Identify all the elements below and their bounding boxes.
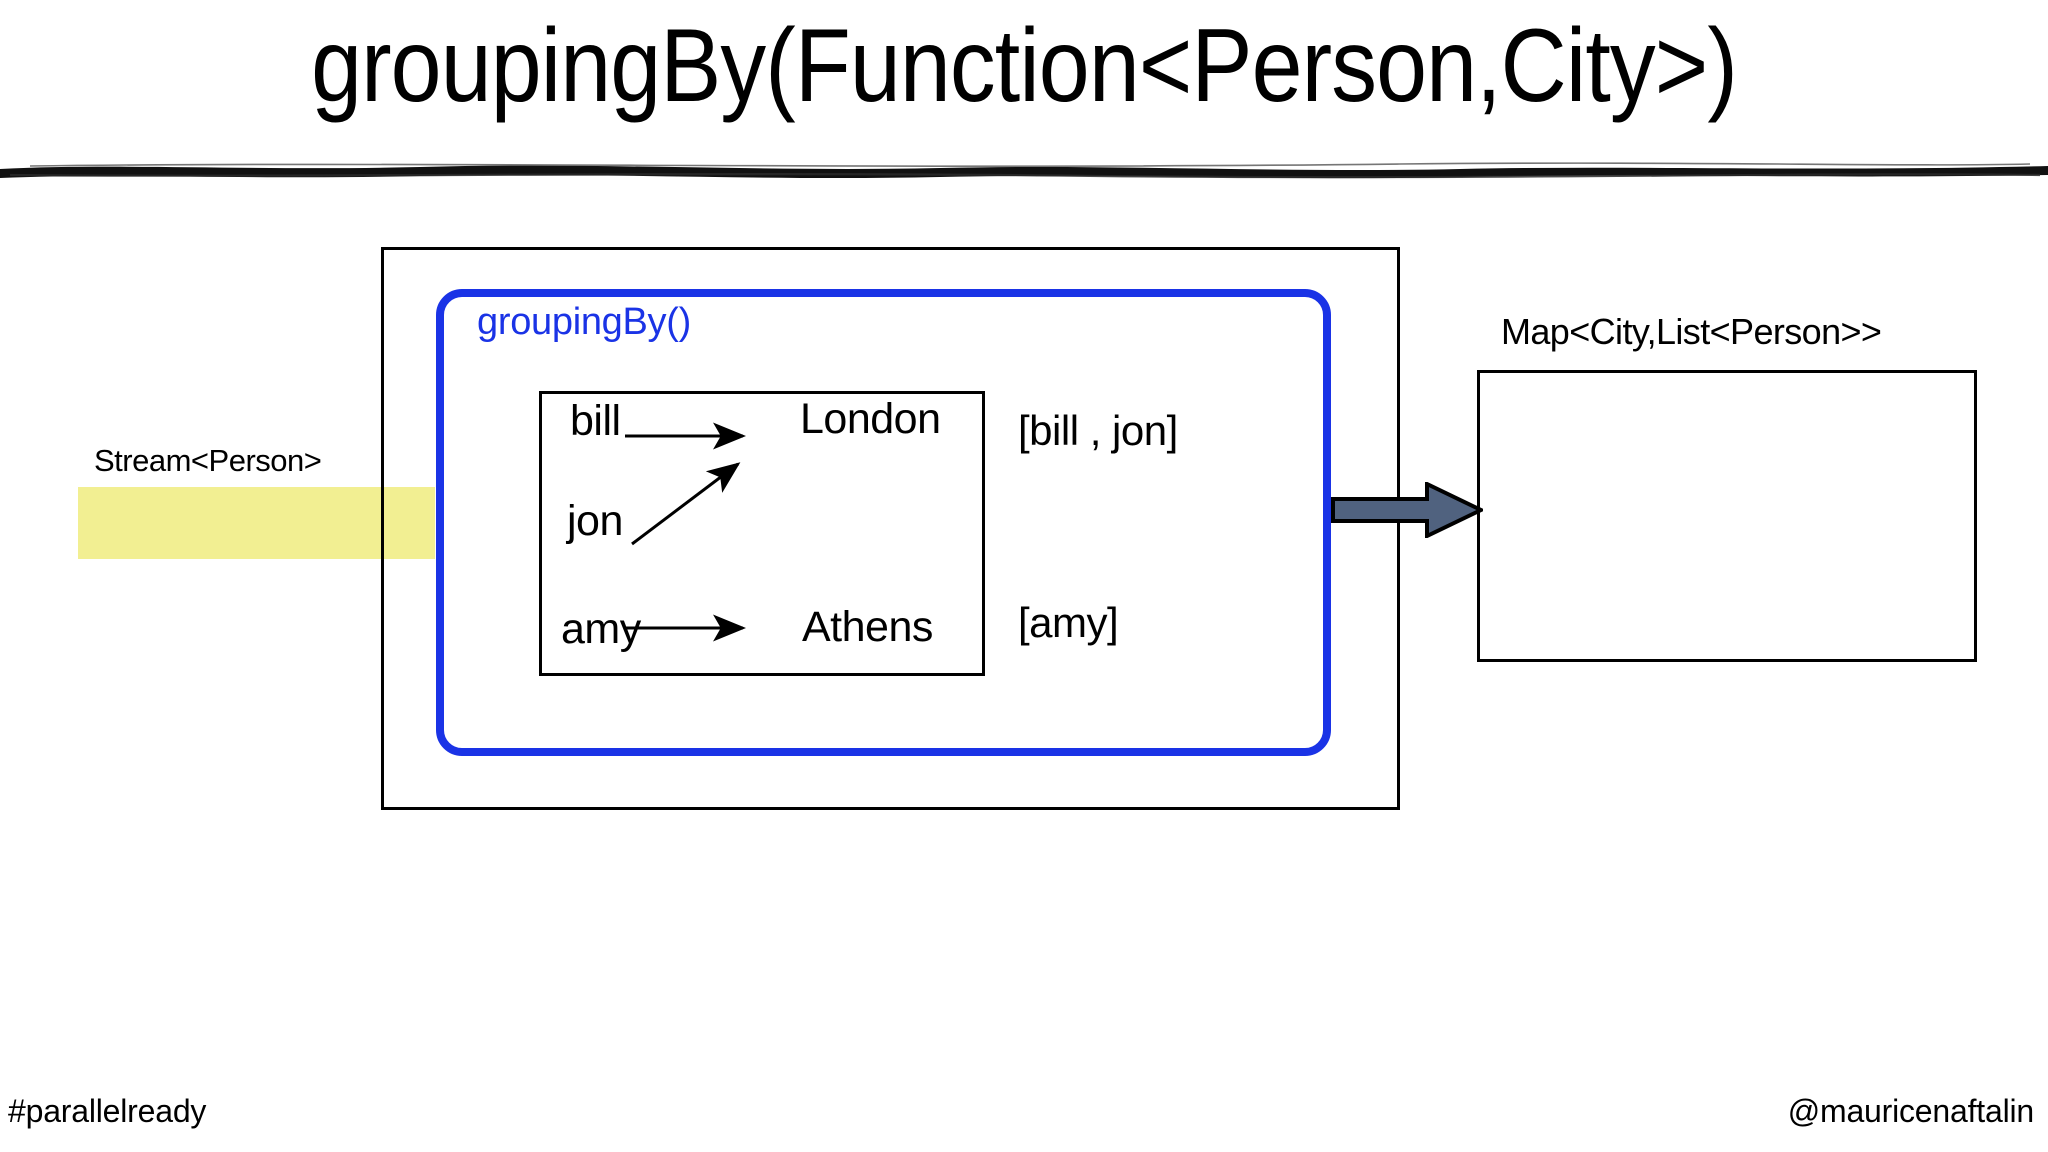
- map-output-label: Map<City,List<Person>>: [1501, 311, 1882, 352]
- classifier-mapping-box: [539, 391, 985, 676]
- person-label-bill: bill: [570, 397, 621, 445]
- person-label-amy: amy: [561, 605, 641, 653]
- group-list-athens: [amy]: [1018, 599, 1119, 646]
- footer-hashtag: #parallelready: [8, 1093, 207, 1129]
- grouping-by-box: [436, 289, 1331, 756]
- footer-handle: @mauricenaftalin: [1787, 1093, 2034, 1129]
- stream-highlight-bar: [78, 487, 435, 559]
- title-underline-rule: [0, 162, 2048, 179]
- city-label-london: London: [800, 395, 941, 443]
- page-title: groupingBy(Function<Person,City>): [311, 8, 1738, 124]
- pipeline-outer-box: [381, 247, 1400, 810]
- stream-input-label: Stream<Person>: [94, 443, 322, 478]
- map-output-box: [1477, 370, 1977, 662]
- city-label-athens: Athens: [802, 603, 933, 651]
- group-list-london: [bill , jon]: [1018, 407, 1178, 454]
- grouping-by-label: groupingBy(): [477, 301, 691, 343]
- person-label-jon: jon: [567, 497, 623, 545]
- pipeline-transition-arrow: [1331, 482, 1483, 538]
